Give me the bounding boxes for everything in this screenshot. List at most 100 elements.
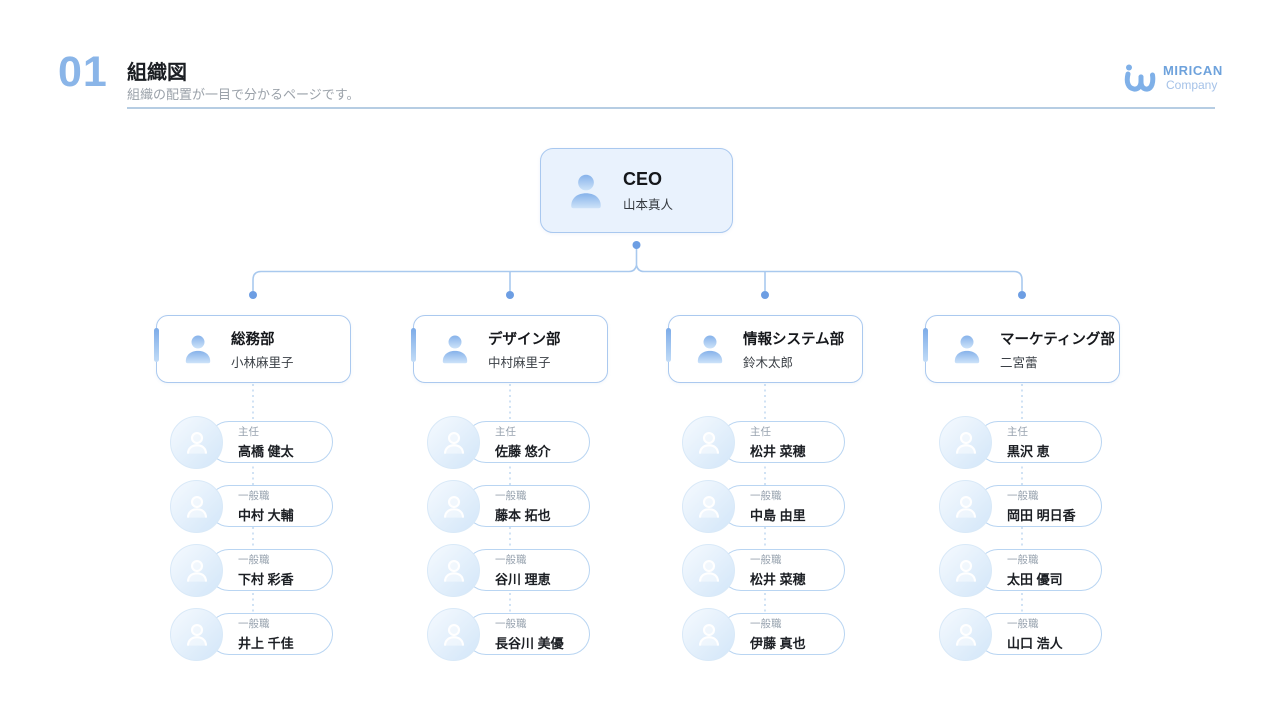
- member-name: 黒沢 恵: [1007, 444, 1050, 459]
- member-role: 主任: [1007, 426, 1028, 438]
- page-number: 01: [58, 48, 108, 96]
- dept-title: マーケティング部: [1000, 331, 1115, 348]
- dept-head-name: 鈴木太郎: [743, 355, 794, 370]
- dept-card: 総務部 小林麻里子: [154, 315, 351, 383]
- member-avatar-icon: [170, 416, 223, 469]
- member-item: 一般職松井 菜穂: [682, 544, 845, 597]
- member-avatar-icon: [939, 480, 992, 533]
- member-avatar-icon: [939, 544, 992, 597]
- member-avatar-icon: [939, 416, 992, 469]
- dept-accent-bar: [923, 328, 928, 362]
- person-icon: [954, 335, 980, 364]
- ceo-title: CEO: [623, 168, 663, 189]
- member-name: 佐藤 悠介: [495, 444, 551, 459]
- member-avatar-icon: [682, 416, 735, 469]
- member-name: 谷川 理恵: [495, 572, 551, 587]
- member-role: 一般職: [750, 618, 782, 630]
- member-name: 中島 由里: [750, 508, 806, 523]
- member-role: 一般職: [750, 490, 782, 502]
- dept-column: デザイン部 中村麻里子 主任佐藤 悠介 一般職藤本 拓也 一般職谷川 理恵 一般…: [411, 315, 608, 661]
- dept-accent-bar: [666, 328, 671, 362]
- dept-card: マーケティング部 二宮蕾: [923, 315, 1120, 383]
- dept-card: 情報システム部 鈴木太郎: [666, 315, 863, 383]
- member-role: 一般職: [238, 554, 270, 566]
- person-icon: [442, 335, 468, 364]
- member-avatar-icon: [939, 608, 992, 661]
- logo-iw-icon: [1124, 64, 1156, 92]
- member-avatar-icon: [170, 544, 223, 597]
- member-name: 山口 浩人: [1007, 636, 1063, 651]
- dept-column: マーケティング部 二宮蕾 主任黒沢 恵 一般職岡田 明日香 一般職太田 優司 一…: [923, 315, 1120, 661]
- member-item: 一般職山口 浩人: [939, 608, 1102, 661]
- member-name: 藤本 拓也: [495, 508, 551, 523]
- dept-title: デザイン部: [488, 331, 561, 348]
- member-name: 井上 千佳: [238, 636, 294, 651]
- member-role: 主任: [238, 426, 259, 438]
- member-role: 主任: [750, 426, 771, 438]
- member-item: 主任高橋 健太: [170, 416, 333, 469]
- logo-sub-text: Company: [1166, 77, 1218, 92]
- member-role: 一般職: [1007, 490, 1039, 502]
- person-icon: [185, 335, 211, 364]
- member-role: 一般職: [1007, 618, 1039, 630]
- member-item: 主任松井 菜穂: [682, 416, 845, 469]
- company-logo: MIRICAN Company: [1122, 60, 1223, 96]
- dept-title: 情報システム部: [743, 331, 845, 348]
- ceo-card: CEO 山本真人: [540, 148, 733, 233]
- member-role: 一般職: [750, 554, 782, 566]
- member-name: 岡田 明日香: [1007, 508, 1076, 523]
- member-item: 一般職長谷川 美優: [427, 608, 590, 661]
- member-item: 一般職岡田 明日香: [939, 480, 1102, 533]
- member-name: 長谷川 美優: [495, 636, 564, 651]
- member-item: 一般職中村 大輔: [170, 480, 333, 533]
- member-item: 一般職井上 千佳: [170, 608, 333, 661]
- ceo-name: 山本真人: [623, 197, 674, 212]
- member-name: 太田 優司: [1007, 572, 1063, 587]
- person-icon: [697, 335, 723, 364]
- member-item: 主任黒沢 恵: [939, 416, 1102, 469]
- member-name: 下村 彩香: [238, 572, 294, 587]
- member-role: 一般職: [1007, 554, 1039, 566]
- member-role: 一般職: [495, 554, 527, 566]
- page-title: 組織図: [127, 62, 187, 84]
- member-avatar-icon: [170, 480, 223, 533]
- member-item: 一般職下村 彩香: [170, 544, 333, 597]
- header-divider: [127, 107, 1215, 109]
- member-item: 一般職谷川 理恵: [427, 544, 590, 597]
- member-item: 一般職中島 由里: [682, 480, 845, 533]
- member-name: 松井 菜穂: [750, 444, 806, 459]
- member-avatar-icon: [682, 480, 735, 533]
- member-role: 主任: [495, 426, 516, 438]
- member-avatar-icon: [170, 608, 223, 661]
- dept-accent-bar: [411, 328, 416, 362]
- member-item: 一般職伊藤 真也: [682, 608, 845, 661]
- member-role: 一般職: [238, 618, 270, 630]
- member-item: 一般職太田 優司: [939, 544, 1102, 597]
- member-item: 主任佐藤 悠介: [427, 416, 590, 469]
- member-name: 高橋 健太: [238, 444, 294, 459]
- logo-brand-text: MIRICAN: [1163, 62, 1223, 78]
- dept-column: 総務部 小林麻里子 主任高橋 健太 一般職中村 大輔 一般職下村 彩香 一般職井…: [154, 315, 351, 661]
- member-role: 一般職: [495, 490, 527, 502]
- member-avatar-icon: [427, 544, 480, 597]
- member-avatar-icon: [427, 608, 480, 661]
- dept-card: デザイン部 中村麻里子: [411, 315, 608, 383]
- dept-column: 情報システム部 鈴木太郎 主任松井 菜穂 一般職中島 由里 一般職松井 菜穂 一…: [666, 315, 863, 661]
- dept-head-name: 二宮蕾: [1000, 355, 1038, 370]
- member-avatar-icon: [682, 608, 735, 661]
- dept-accent-bar: [154, 328, 159, 362]
- member-avatar-icon: [682, 544, 735, 597]
- member-name: 中村 大輔: [238, 508, 294, 523]
- page-subtitle: 組織の配置が一目で分かるページです。: [127, 87, 360, 102]
- member-avatar-icon: [427, 416, 480, 469]
- member-role: 一般職: [238, 490, 270, 502]
- dept-head-name: 小林麻里子: [231, 355, 294, 370]
- member-role: 一般職: [495, 618, 527, 630]
- dept-head-name: 中村麻里子: [488, 355, 551, 370]
- member-name: 松井 菜穂: [750, 572, 806, 587]
- member-item: 一般職藤本 拓也: [427, 480, 590, 533]
- dept-title: 総務部: [231, 331, 275, 348]
- member-avatar-icon: [427, 480, 480, 533]
- member-name: 伊藤 真也: [750, 636, 806, 651]
